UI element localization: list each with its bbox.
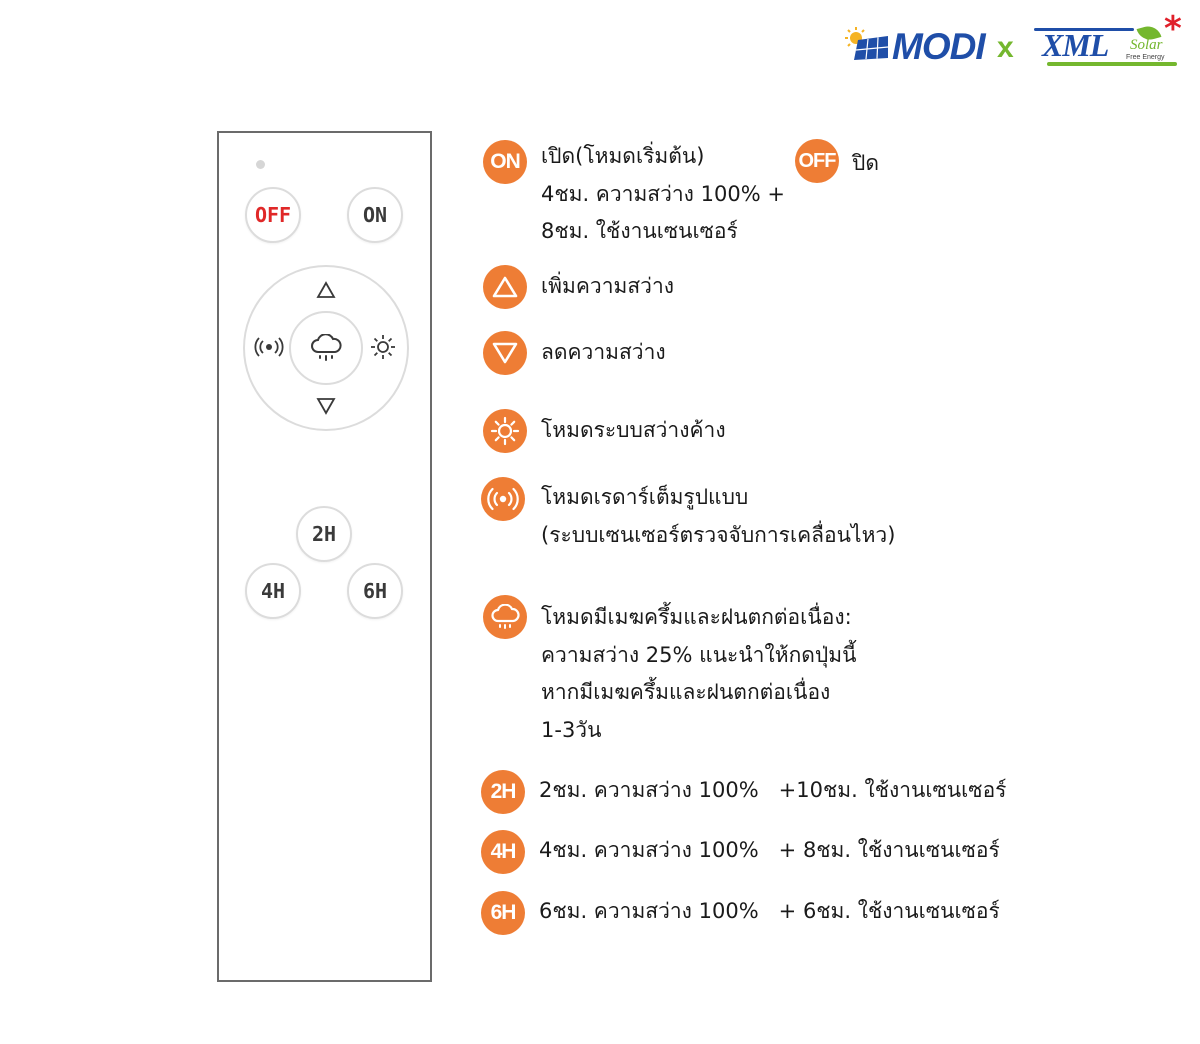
solar-logo-text: Solar bbox=[1130, 37, 1163, 53]
legend-up-badge bbox=[483, 265, 527, 309]
remote-control: OFF ON bbox=[217, 131, 432, 982]
remote-2h-button[interactable]: 2H bbox=[296, 506, 352, 562]
constant-light-button[interactable] bbox=[365, 329, 401, 365]
legend-4h-badge: 4H bbox=[481, 830, 525, 874]
remote-on-button[interactable]: ON bbox=[347, 187, 403, 243]
legend-cloud-line: 1-3วัน bbox=[541, 717, 602, 742]
legend-off-badge: OFF bbox=[795, 139, 839, 183]
legend-on-badge: ON bbox=[483, 140, 527, 184]
legend-cloud-line: โหมดมีเมฆครึ้มและฝนตกต่อเนื่อง: bbox=[541, 605, 852, 629]
legend-cloud-badge bbox=[483, 595, 527, 639]
xml-swoosh-bottom bbox=[1047, 62, 1177, 66]
indicator-led bbox=[256, 160, 265, 169]
legend-on-description: เปิด(โหมดเริ่มต้น) 4ชม. ความสว่าง 100% +… bbox=[541, 138, 785, 251]
legend-radar-description: โหมดเรดาร์เต็มรูปแบบ (ระบบเซนเซอร์ตรวจจั… bbox=[541, 479, 895, 554]
legend-on-line: 4ชม. ความสว่าง 100% + bbox=[541, 181, 785, 206]
legend-on-line: 8ชม. ใช้งานเซนเซอร์ bbox=[541, 219, 738, 243]
remote-dpad bbox=[243, 265, 409, 431]
legend-2h-text: 2ชม. ความสว่าง 100% +10ชม. ใช้งานเซนเซอร… bbox=[539, 778, 1007, 802]
solar-panel-sun-logo-icon bbox=[845, 27, 889, 60]
legend-cloud-description: โหมดมีเมฆครึ้มและฝนตกต่อเนื่อง: ความสว่า… bbox=[541, 599, 856, 749]
triangle-down-icon bbox=[316, 398, 336, 415]
legend-off-text: ปิด bbox=[852, 151, 879, 175]
legend-radar-line: (ระบบเซนเซอร์ตรวจจับการเคลื่อนไหว) bbox=[541, 522, 896, 547]
triangle-up-icon bbox=[316, 281, 336, 298]
xml-logo-text: XML bbox=[1042, 27, 1109, 63]
cloud-rain-icon bbox=[491, 604, 520, 629]
remote-off-button[interactable]: OFF bbox=[245, 187, 301, 243]
sun-icon bbox=[490, 416, 520, 446]
legend-6h-text: 6ชม. ความสว่าง 100% + 6ชม. ใช้งานเซนเซอร… bbox=[539, 899, 1000, 923]
legend-2h-badge: 2H bbox=[481, 770, 525, 814]
remote-6h-button[interactable]: 6H bbox=[347, 563, 403, 619]
cloud-rain-icon bbox=[311, 334, 342, 361]
radar-icon bbox=[254, 337, 284, 357]
legend-sun-badge bbox=[483, 409, 527, 453]
brand-separator: x bbox=[997, 31, 1014, 64]
xml-swoosh-top bbox=[1034, 28, 1134, 31]
radar-icon bbox=[487, 487, 519, 511]
brightness-up-button[interactable] bbox=[311, 275, 341, 305]
legend-cloud-line: หากมีเมฆครึ้มและฝนตกต่อเนื่อง bbox=[541, 680, 831, 704]
legend-up-text: เพิ่มความสว่าง bbox=[541, 274, 674, 298]
triangle-down-icon bbox=[492, 342, 518, 364]
modi-logo-text: MODI bbox=[892, 26, 986, 67]
sun-icon bbox=[371, 335, 395, 359]
radar-mode-button[interactable] bbox=[251, 329, 287, 365]
legend-4h-text: 4ชม. ความสว่าง 100% + 8ชม. ใช้งานเซนเซอร… bbox=[539, 838, 1000, 862]
legend-radar-badge bbox=[481, 477, 525, 521]
brand-logos: MODI x XML Solar Free Energy * bbox=[842, 12, 1187, 72]
legend-sun-text: โหมดระบบสว่างค้าง bbox=[541, 418, 726, 442]
remote-4h-button[interactable]: 4H bbox=[245, 563, 301, 619]
legend-cloud-line: ความสว่าง 25% แนะนำให้กดปุ่มนี้ bbox=[541, 642, 857, 667]
triangle-up-icon bbox=[492, 276, 518, 298]
legend-down-text: ลดความสว่าง bbox=[541, 340, 666, 364]
legend-on-line: เปิด(โหมดเริ่มต้น) bbox=[541, 144, 705, 168]
brightness-down-button[interactable] bbox=[311, 391, 341, 421]
asterisk-icon: * bbox=[1164, 9, 1182, 49]
legend-radar-line: โหมดเรดาร์เต็มรูปแบบ bbox=[541, 485, 749, 509]
legend-6h-badge: 6H bbox=[481, 891, 525, 935]
cloudy-mode-button[interactable] bbox=[289, 311, 363, 385]
free-energy-tagline: Free Energy bbox=[1126, 54, 1165, 61]
legend-down-badge bbox=[483, 331, 527, 375]
